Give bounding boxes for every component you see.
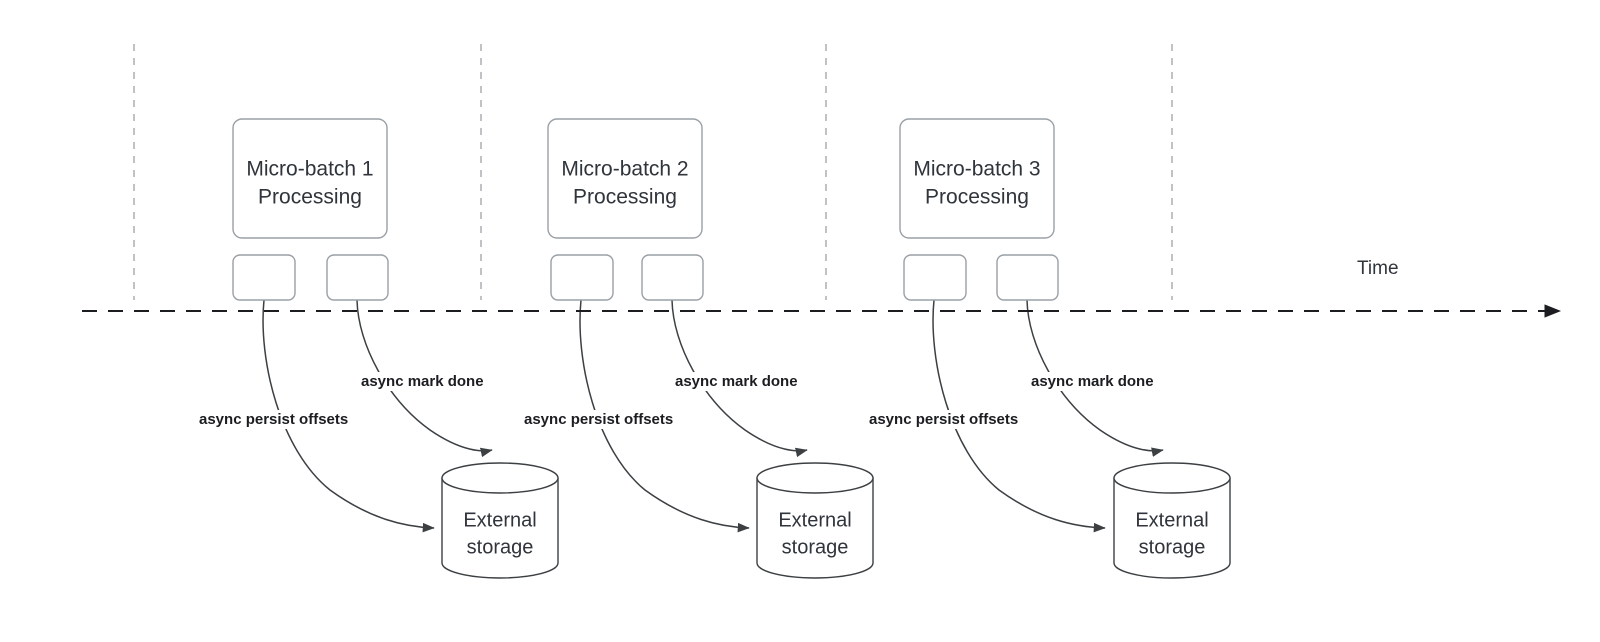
task-box-persist[interactable] <box>550 254 614 301</box>
edge-label-text: async mark done <box>361 373 484 390</box>
time-label: Time <box>1357 258 1399 279</box>
external-storage-node[interactable]: External storage <box>441 462 559 579</box>
storage-cylinder-top <box>756 462 874 494</box>
storage-label-line2: storage <box>782 537 849 559</box>
async-persist-offsets-edge-label: async persist offsets <box>866 410 1043 429</box>
async-mark-done-edge-label: async mark done <box>672 372 800 391</box>
label-backdrop <box>1028 372 1156 391</box>
micro-batch-title-line1: Micro-batch 2 <box>561 158 688 181</box>
micro-batch-title-line1: Micro-batch 3 <box>913 158 1040 181</box>
edge-label-text: async mark done <box>1031 373 1154 390</box>
label-backdrop <box>672 372 800 391</box>
edge-label-text: async persist offsets <box>869 411 1018 428</box>
async-persist-offsets-edge <box>579 299 750 533</box>
external-storage-node[interactable]: External storage <box>1113 462 1231 579</box>
diagram-nodes: Micro-batch 1ProcessingExternalstorageMi… <box>232 118 1231 579</box>
storage-cylinder-body <box>441 477 559 579</box>
time-axis-label: Time <box>1357 258 1399 279</box>
edge-label-text: async mark done <box>675 373 798 390</box>
storage-cylinder-body <box>756 477 874 579</box>
storage-label-line2: storage <box>1139 537 1206 559</box>
storage-cylinder-top <box>441 462 559 494</box>
storage-cylinder-body <box>1113 477 1231 579</box>
storage-label-line1: External <box>463 510 536 532</box>
async-persist-offsets-edge-label: async persist offsets <box>196 410 373 429</box>
micro-batch-title-line2: Processing <box>573 186 677 209</box>
storage-label-line1: External <box>778 510 851 532</box>
task-box-persist[interactable] <box>232 254 296 301</box>
micro-batch-box[interactable] <box>547 118 703 239</box>
storage-cylinder-top <box>1113 462 1231 494</box>
async-mark-done-edge-label: async mark done <box>358 372 486 391</box>
async-mark-done-edge <box>1026 299 1164 457</box>
micro-batch-node[interactable]: Micro-batch 3 Processing <box>899 118 1055 239</box>
async-mark-done-edge <box>671 299 808 458</box>
async-persist-offsets-edge <box>932 299 1106 533</box>
phase-dividers <box>133 44 1173 300</box>
micro-batch-title-line1: Micro-batch 1 <box>246 158 373 181</box>
flow-edges <box>262 299 1164 533</box>
external-storage-node[interactable]: External storage <box>756 462 874 579</box>
task-box-mark[interactable] <box>641 254 704 301</box>
task-box-persist[interactable] <box>903 254 967 301</box>
micro-batch-node[interactable]: Micro-batch 1 Processing <box>232 118 388 239</box>
micro-batch-title-line2: Processing <box>925 186 1029 209</box>
async-mark-done-edge-label: async mark done <box>1028 372 1156 391</box>
edge-labels: async persist offsets async mark done asyn… <box>196 372 1156 429</box>
label-backdrop <box>358 372 486 391</box>
task-box-mark[interactable] <box>996 254 1059 301</box>
task-box-mark[interactable] <box>326 254 389 301</box>
storage-label-line1: External <box>1135 510 1208 532</box>
label-backdrop <box>196 410 373 429</box>
micro-batch-box[interactable] <box>232 118 388 239</box>
edge-label-text: async persist offsets <box>199 411 348 428</box>
micro-batch-node[interactable]: Micro-batch 2 Processing <box>547 118 703 239</box>
micro-batch-box[interactable] <box>899 118 1055 239</box>
async-persist-offsets-edge-label: async persist offsets <box>521 410 698 429</box>
edge-label-text: async persist offsets <box>524 411 673 428</box>
storage-label-line2: storage <box>467 537 534 559</box>
label-backdrop <box>866 410 1043 429</box>
micro-batch-title-line2: Processing <box>258 186 362 209</box>
label-backdrop <box>521 410 698 429</box>
async-persist-offsets-edge <box>262 299 435 533</box>
async-mark-done-edge <box>356 299 493 458</box>
